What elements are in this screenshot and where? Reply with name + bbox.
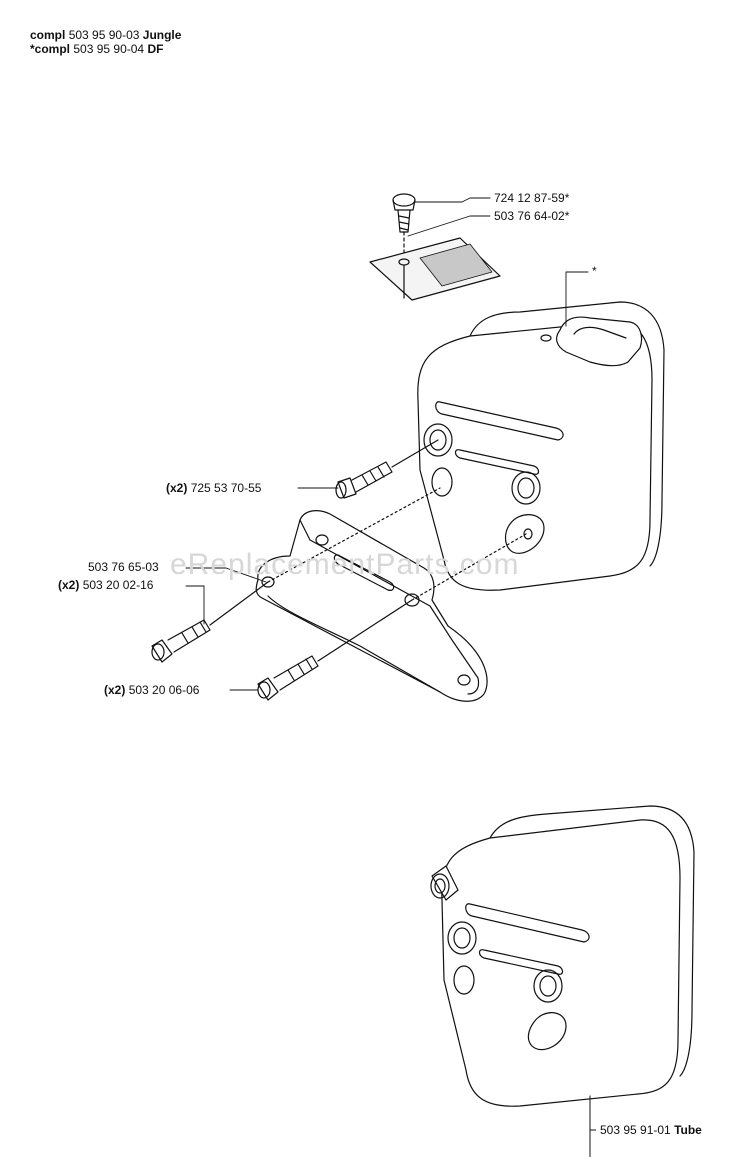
label-screw-0606: (x2) 503 20 06-06 [104,683,199,697]
header-line-df: *compl 503 95 90-04 DF [30,42,163,56]
header-number-2: 503 95 90-04 [73,42,145,56]
header-variant-2: DF [147,42,164,56]
tube-variant-name: Tube [674,1123,702,1137]
spark-screen-part [369,237,501,301]
part-number-0216: 503 20 02-16 [82,578,154,592]
muffler-upper-part [417,301,665,591]
watermark: eReplacementParts.com [170,548,520,581]
part-number-0606: 503 20 06-06 [128,683,200,697]
muffler-tube-part [430,805,695,1107]
part-number-725: 725 53 70-55 [190,481,262,495]
screw-0216-part [151,581,269,663]
label-bracket: 503 76 65-03 [88,560,159,574]
label-screw-0216: (x2) 503 20 02-16 [58,578,153,592]
header-prefix-2: *compl [30,42,71,56]
header-variant-1: Jungle [142,28,182,42]
header-number-1: 503 95 90-03 [68,28,140,42]
label-spark-screen: 503 76 64-02* [494,209,570,223]
label-screw-725: (x2) 725 53 70-55 [166,481,261,495]
label-muffler-star: * [592,264,597,278]
part-number-tube: 503 95 91-01 [600,1123,671,1137]
bracket-part [255,487,527,702]
header-line-jungle: compl 503 95 90-03 Jungle [30,28,181,42]
header-prefix-1: compl [30,28,66,42]
qty-label-2: (x2) [58,578,80,592]
qty-label-1: (x2) [166,481,188,495]
label-screw-top: 724 12 87-59* [494,191,570,205]
screw-top-part [392,193,416,259]
label-tube: 503 95 91-01 Tube [600,1123,702,1137]
qty-label-3: (x2) [104,683,126,697]
screw-725-part [335,439,439,499]
